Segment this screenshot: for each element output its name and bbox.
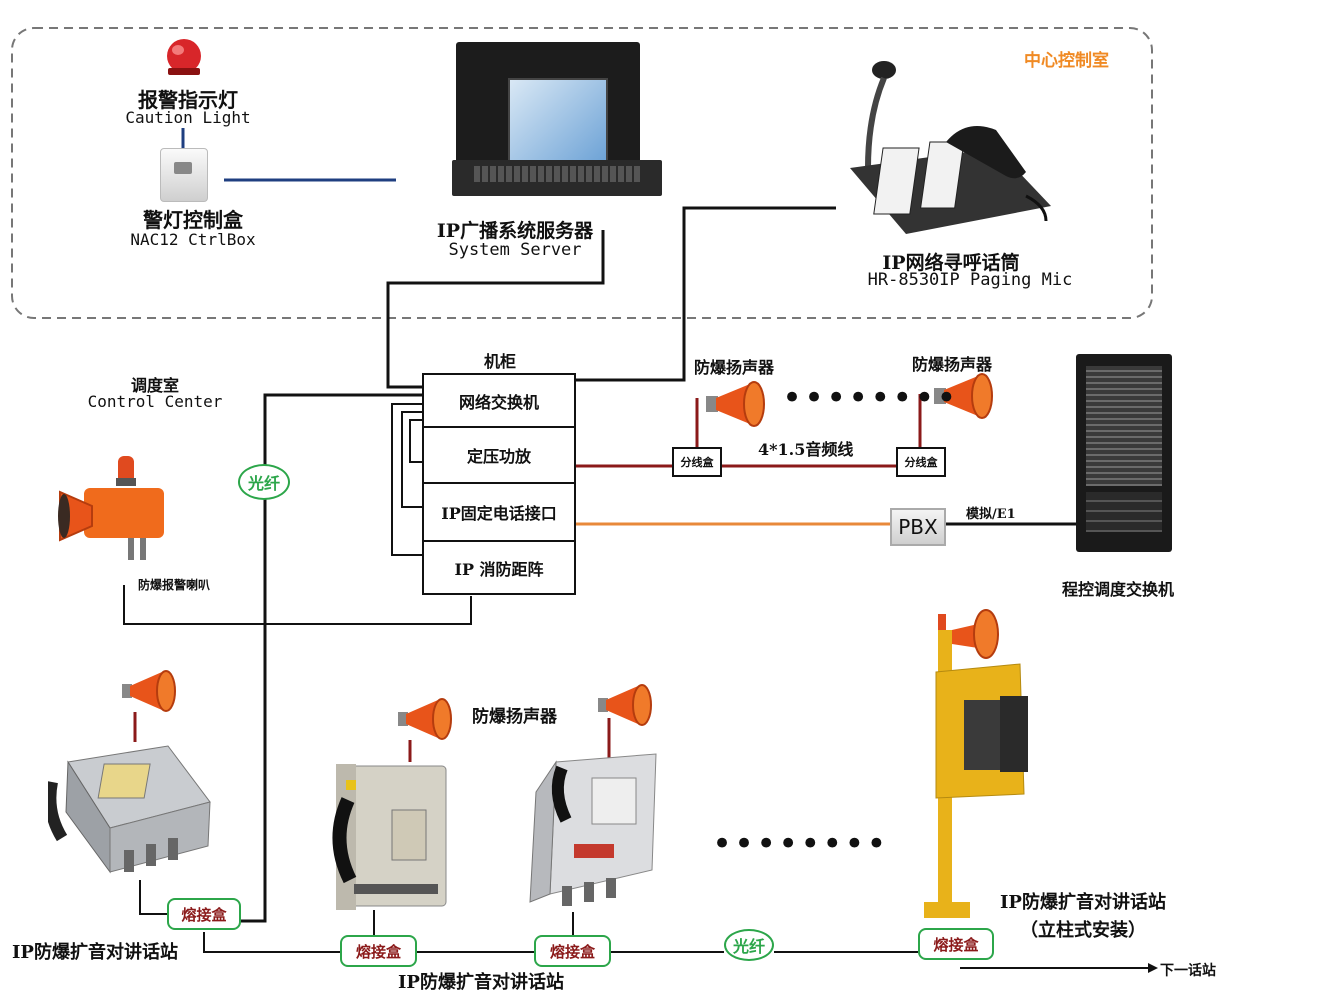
cabinet-internal-line-2 — [401, 411, 422, 508]
speaker-top-right-icon — [934, 373, 993, 419]
switchboard-label: 程控调度交换机 — [1062, 580, 1175, 599]
server-label-en: System Server — [448, 240, 582, 260]
pbx-link-label: 模拟/E1 — [966, 507, 1016, 522]
junction-box-right: 分线盒 — [896, 447, 946, 477]
station-middle-speaker-label: 防爆扬声器 — [472, 707, 557, 727]
paging-mic-label-en: HR-8530IP Paging Mic — [867, 270, 1073, 290]
station-mid1-speaker-icon — [398, 698, 452, 740]
control-center-label-cn: 调度室 — [130, 376, 179, 395]
fusion-box-pole: 熔接盒 — [918, 928, 994, 960]
caution-light-label-en: Caution Light — [125, 108, 251, 127]
fiber-circle-upper: 光纤 — [238, 464, 290, 500]
fusion-box-left: 熔接盒 — [167, 898, 241, 930]
station-middle-label: IP防爆扩音对讲话站 — [398, 972, 564, 993]
paging-mic-label-cn: IP网络寻呼话筒 — [882, 252, 1020, 274]
left-station-fusion-line — [139, 880, 167, 915]
cabinet-row-switch: 网络交换机 — [422, 373, 576, 428]
bottom-bus-line — [203, 932, 340, 953]
control-center-label-en: Control Center — [87, 392, 223, 411]
cabinet-row-phone-interface: IP固定电话接口 — [422, 482, 576, 542]
station-pole-icon — [908, 604, 1032, 926]
next-station-arrowhead — [1148, 963, 1158, 973]
pbx-box: PBX — [890, 508, 946, 546]
control-room-title: 中心控制室 — [1024, 51, 1109, 71]
cabinet-internal-line-3 — [409, 419, 422, 463]
control-room-boundary — [11, 27, 1153, 319]
station-pole-mount: （立柱式安装） — [1020, 920, 1146, 941]
station-left-label: IP防爆扩音对讲话站 — [12, 942, 178, 963]
cabinet-row-amplifier: 定压功放 — [422, 426, 576, 484]
audio-cable-label: 4*1.5音频线 — [758, 440, 854, 459]
station-pole-label: IP防爆扩音对讲话站 — [1000, 892, 1166, 913]
alarm-horn-label: 防爆报警喇叭 — [138, 578, 211, 592]
ctrl-box-icon — [160, 148, 208, 202]
alarm-horn-line — [123, 585, 472, 625]
server-label-cn: IP广播系统服务器 — [436, 220, 594, 242]
station-continuation-dots: •••••••• — [712, 824, 889, 864]
server-to-cabinet-line — [386, 230, 605, 389]
station-mid2-speaker-icon — [598, 684, 652, 726]
station-left-phone-icon — [44, 742, 212, 882]
station-mid2-phone-icon — [526, 752, 668, 914]
junction-box-left: 分线盒 — [672, 447, 722, 477]
caution-light-label-cn: 报警指示灯 — [138, 88, 238, 112]
paging-mic-icon — [846, 56, 1056, 246]
fusion-box-mid1: 熔接盒 — [340, 935, 417, 967]
cabinet-title: 机柜 — [483, 352, 516, 371]
speaker-continuation-dots: •••••••• — [782, 378, 959, 418]
ctrl-box-label-en: NAC12 CtrlBox — [130, 230, 256, 249]
next-station-label: 下一话站 — [1160, 963, 1216, 979]
station-left-speaker-icon — [122, 670, 176, 712]
station-mid1-phone-icon — [330, 760, 456, 912]
ctrl-box-label-cn: 警灯控制盒 — [143, 208, 243, 232]
fiber-circle-lower: 光纤 — [724, 929, 774, 961]
cabinet-row-fire-matrix: IP 消防距阵 — [422, 540, 576, 595]
speaker-top-right-label: 防爆扬声器 — [912, 355, 993, 374]
speaker-top-left-icon — [706, 381, 765, 427]
caution-light-icon — [167, 39, 201, 75]
fusion-box-mid2: 熔接盒 — [534, 935, 611, 967]
alarm-horn-icon — [56, 448, 166, 568]
speaker-top-left-label: 防爆扬声器 — [694, 358, 775, 377]
cabinet-internal-line-1 — [391, 403, 422, 556]
control-center-line — [241, 393, 422, 923]
mic-to-cabinet-line — [576, 206, 836, 382]
